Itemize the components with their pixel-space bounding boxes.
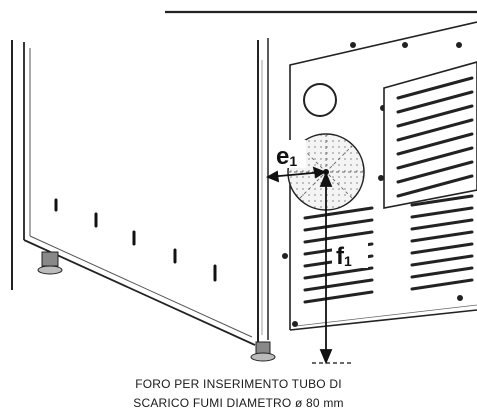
left-foot: [37, 251, 63, 275]
right-foot: [250, 341, 276, 362]
caption-line-1: FORO PER INSERIMENTO TUBO DI: [135, 377, 342, 391]
e1-label-bg: [272, 140, 306, 168]
appliance-side-panel: [23, 235, 256, 346]
e1-dimension-line: [265, 166, 326, 183]
e1-label: e1: [276, 143, 297, 170]
f1-dimension-line: [319, 171, 333, 365]
f1-label-bg: [332, 240, 368, 268]
corner-post: [257, 38, 269, 345]
upper-grille: [383, 61, 477, 209]
f1-label: f1: [336, 243, 352, 270]
small-round-port: [303, 83, 337, 117]
lower-grille: [303, 194, 474, 304]
appliance-left-frame: [11, 40, 31, 290]
side-panel-vents: [54, 198, 217, 282]
caption-line-2: SCARICO FUMI DIAMETRO ø 80 mm: [133, 396, 344, 410]
